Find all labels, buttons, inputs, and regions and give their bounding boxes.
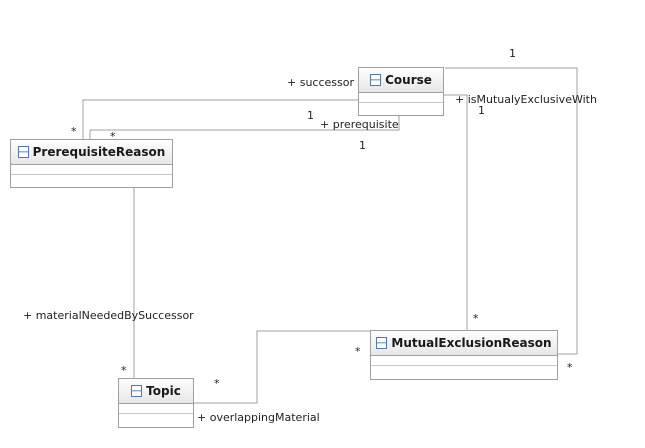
class-icon [17, 146, 29, 158]
class-course[interactable]: Course [358, 67, 444, 116]
class-icon [131, 385, 143, 397]
role-exclusive-label: + isMutualyExclusiveWith [455, 93, 597, 106]
operations-compartment [359, 103, 443, 112]
class-name: Topic [146, 384, 181, 398]
class-icon [370, 74, 382, 86]
association-exclusive-loop-line[interactable] [445, 67, 578, 355]
class-mutual-exclusion-reason[interactable]: MutualExclusionReason [370, 330, 558, 380]
multiplicity-label: * [214, 377, 220, 390]
attributes-compartment [371, 356, 557, 366]
class-topic[interactable]: Topic [118, 378, 194, 428]
multiplicity-label: * [110, 130, 116, 143]
role-successor-label: + successor [287, 76, 354, 89]
multiplicity-label: 1 [307, 109, 314, 122]
attributes-compartment [359, 93, 443, 103]
association-exclusive-line[interactable] [443, 94, 468, 330]
attributes-compartment [119, 404, 193, 414]
multiplicity-label: * [121, 364, 127, 377]
association-successor-line[interactable] [82, 99, 358, 140]
role-prerequisite-label: + prerequisite [320, 118, 399, 131]
multiplicity-label: * [567, 361, 573, 374]
role-material-label: + materialNeededBySuccessor [23, 309, 194, 322]
class-header: Topic [119, 379, 193, 404]
operations-compartment [11, 175, 172, 184]
multiplicity-label: 1 [509, 47, 516, 60]
multiplicity-label: * [355, 345, 361, 358]
association-prerequisite-line[interactable] [89, 116, 400, 140]
class-name: PrerequisiteReason [32, 145, 166, 159]
multiplicity-label: 1 [359, 139, 366, 152]
operations-compartment [371, 366, 557, 375]
attributes-compartment [11, 165, 172, 175]
multiplicity-label: * [473, 312, 479, 325]
class-prerequisite-reason[interactable]: PrerequisiteReason [10, 139, 173, 188]
class-name: Course [385, 73, 432, 87]
multiplicity-label: 1 [478, 104, 485, 117]
class-header: PrerequisiteReason [11, 140, 172, 165]
class-icon [376, 337, 388, 349]
class-header: MutualExclusionReason [371, 331, 557, 356]
multiplicity-label: * [71, 125, 77, 138]
operations-compartment [119, 414, 193, 423]
association-overlap-line[interactable] [193, 330, 371, 404]
class-name: MutualExclusionReason [391, 336, 552, 350]
role-overlap-label: + overlappingMaterial [197, 411, 320, 424]
class-header: Course [359, 68, 443, 93]
